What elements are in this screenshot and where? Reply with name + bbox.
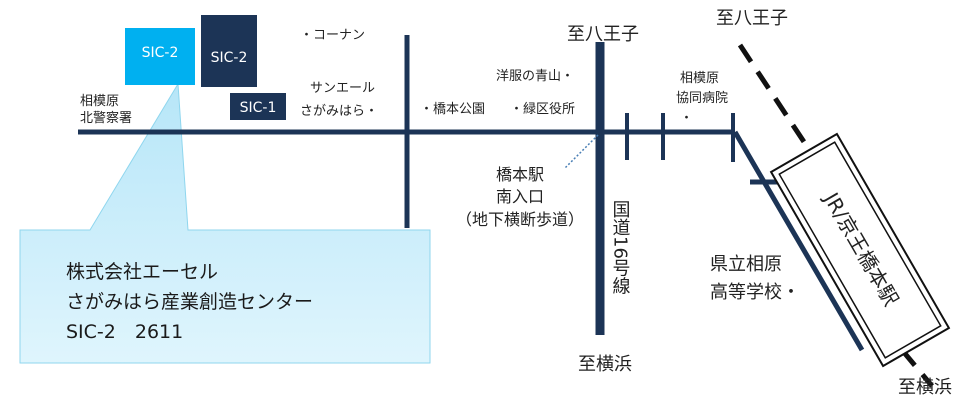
highschool-label-2: 高等学校・ (710, 282, 800, 303)
direction-yokohama-1: 至横浜 (578, 354, 632, 375)
direction-hachioji-1: 至八王子 (567, 24, 639, 45)
hospital-label-2: 協同病院 (676, 91, 728, 106)
hashimoto-park-label: ・橋本公園 (420, 102, 485, 117)
hospital-label-3: ・ (680, 111, 693, 126)
south-entrance-label-1: 橋本駅 (496, 165, 544, 184)
route16-label: 国道16号線 (610, 200, 631, 295)
police-label-1: 相模原 (80, 94, 119, 109)
direction-yokohama-2: 至横浜 (898, 377, 952, 398)
railway-south (900, 348, 934, 388)
station-building (769, 132, 951, 368)
south-entrance-label-2: 南入口 (496, 187, 544, 206)
aoyama-label: 洋服の青山・ (496, 69, 574, 84)
sic1-badge (230, 93, 286, 120)
sic2-dark-label: SIC-2 (211, 50, 248, 66)
sunaile-label-2: さがみはら・ (300, 104, 378, 119)
direction-hachioji-2: 至八王子 (716, 8, 788, 29)
sic2-highlight-label: SIC-2 (142, 45, 179, 61)
railway-north (737, 43, 811, 150)
highschool-label-1: 県立相原 (710, 254, 782, 275)
sic1-label: SIC-1 (240, 100, 277, 116)
callout-bubble (19, 82, 431, 364)
midori-office-label: ・緑区役所 (510, 102, 575, 117)
callout-line-3: SIC-2 2611 (66, 321, 183, 343)
sunaile-label-1: サンエール (310, 81, 375, 96)
sic2-highlight-badge (125, 28, 195, 85)
hospital-label-1: 相模原 (680, 71, 719, 86)
callout-line-1: 株式会社エーセル (66, 261, 218, 283)
police-label-2: 北警察署 (80, 110, 132, 126)
south-entrance-label-3: （地下横断歩道） (456, 210, 584, 229)
konan-label: ・コーナン (300, 28, 365, 43)
hashimoto-south-pointer (564, 134, 599, 169)
station-side-road (732, 130, 865, 352)
callout-line-2: さがみはら産業創造センター (66, 291, 313, 313)
sic2-dark-badge (201, 15, 257, 87)
